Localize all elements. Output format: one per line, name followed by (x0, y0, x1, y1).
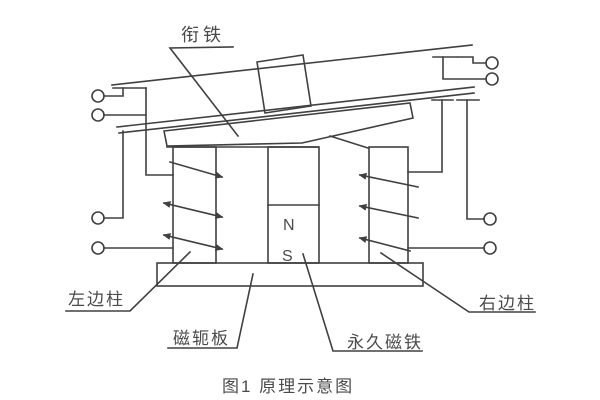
label-leaders (65, 46, 536, 352)
contact-strip-top-edge (116, 86, 475, 128)
magnet-pole-n: N (283, 217, 295, 234)
terminal-circle (91, 211, 105, 225)
label-right-pole: 右边柱 (479, 294, 536, 313)
terminal-circle (483, 212, 497, 226)
terminal-circle (91, 108, 105, 122)
wire (407, 99, 443, 173)
diagram-linework (65, 44, 536, 352)
leader-armature (168, 46, 240, 138)
terminal-circle (485, 56, 499, 70)
leader-permanent-magnet (301, 252, 423, 352)
coil-winding-arrow (162, 201, 224, 219)
coil-winding-arrow (358, 172, 419, 188)
terminal-circle (91, 241, 105, 255)
label-yoke-plate: 磁轭板 (173, 329, 230, 348)
wire (103, 87, 124, 97)
diagram-labels: 衔铁 N S 左边柱 磁轭板 永久磁铁 右边柱 图1 原理示意图 (68, 25, 536, 396)
label-armature: 衔铁 (181, 25, 225, 45)
wire (466, 99, 485, 220)
armature-shape (163, 102, 414, 147)
pivot-block (256, 54, 312, 114)
right-wiring (407, 56, 487, 249)
terminal-circles (91, 56, 499, 255)
yoke-base-plate (156, 262, 424, 287)
wire (457, 56, 487, 64)
coil-winding-arrow (358, 236, 411, 252)
label-permanent-magnet: 永久磁铁 (347, 333, 423, 352)
coil-winding-arrow (358, 203, 419, 219)
left-wiring (103, 87, 174, 249)
terminal-circle (485, 72, 499, 86)
coil-winding-arrow (162, 233, 224, 251)
wire (442, 56, 487, 80)
armature-assembly (111, 44, 475, 150)
wire (103, 130, 124, 219)
coil-winding-arrow (169, 161, 224, 179)
terminal-circle (91, 89, 105, 103)
coil-windings (162, 161, 419, 252)
contact-strip-bottom-edge (118, 92, 475, 134)
leader-right-pole (379, 251, 536, 313)
terminal-circle (483, 241, 497, 255)
figure-caption: 图1 原理示意图 (222, 377, 354, 396)
label-left-pole: 左边柱 (68, 290, 125, 309)
leader-yoke-plate (167, 273, 254, 349)
wire (145, 87, 174, 176)
leader-left-pole (65, 250, 192, 312)
magnet-pole-s: S (282, 248, 293, 265)
moving-contact-bar (111, 44, 473, 86)
air-gap-line (328, 134, 370, 150)
